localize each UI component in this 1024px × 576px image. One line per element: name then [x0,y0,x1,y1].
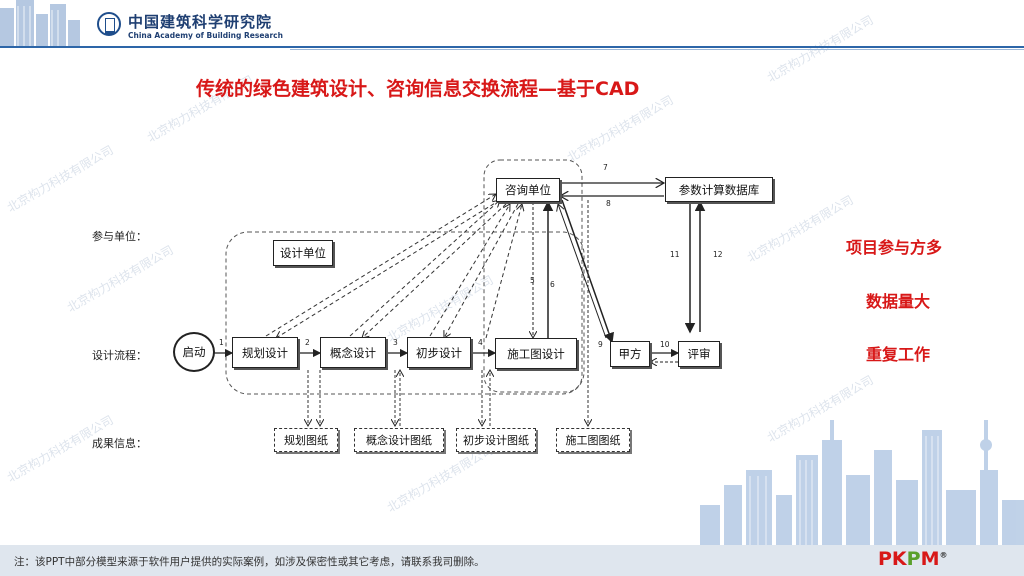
footer-bar [0,545,1024,576]
edge-label: 3 [393,338,398,347]
footer-note: 注：该PPT中部分模型来源于软件用户提供的实际案例，如涉及保密性或其它考虑，请联… [14,556,485,568]
edge-label: 9 [598,340,603,349]
node-preliminary-design: 初步设计 [407,337,471,368]
header-divider-thin [290,49,1024,50]
slide-title: 传统的绿色建筑设计、咨询信息交换流程—基于CAD [196,78,640,100]
deliverable-preliminary-drawings: 初步设计图纸 [456,428,536,452]
node-parameter-db: 参数计算数据库 [665,177,773,202]
design-unit-group [225,231,585,395]
deliverable-planning-drawings: 规划图纸 [274,428,338,452]
org-name-en: China Academy of Building Research [128,31,283,40]
edge-label: 12 [713,250,723,259]
node-review: 评审 [678,341,720,367]
edge-label: 7 [603,163,608,172]
org-name-cn: 中国建筑科学研究院 [128,13,273,31]
brand-logo: PKPM® [878,548,948,570]
row-label-design-process: 设计流程： [92,349,147,362]
bullet-many-participants: 项目参与方多 [846,238,943,257]
row-label-deliverables: 成果信息： [92,437,147,450]
node-start: 启动 [173,332,215,372]
node-consulting-unit: 咨询单位 [496,178,560,202]
org-logo-icon [97,12,121,36]
edge-label: 4 [478,338,483,347]
node-construction-drawing-design: 施工图设计 [495,338,577,369]
consulting-unit-group [483,159,583,393]
edge-label: 10 [660,340,670,349]
deliverable-construction-drawings: 施工图图纸 [556,428,630,452]
edge-label: 11 [670,250,680,259]
edge-label: 5 [530,276,535,285]
bullet-large-data: 数据量大 [866,292,931,311]
bullet-repeated-work: 重复工作 [866,345,931,364]
row-label-participants: 参与单位： [92,230,147,243]
node-planning-design: 规划设计 [232,337,298,368]
edge-label: 8 [606,199,611,208]
edge-label: 6 [550,280,555,289]
edge-label: 1 [219,338,224,347]
edge-label: 2 [305,338,310,347]
header-divider [0,46,1024,48]
node-concept-design: 概念设计 [320,337,386,368]
deliverable-concept-drawings: 概念设计图纸 [354,428,444,452]
node-owner: 甲方 [610,341,650,367]
node-design-unit: 设计单位 [273,240,333,266]
